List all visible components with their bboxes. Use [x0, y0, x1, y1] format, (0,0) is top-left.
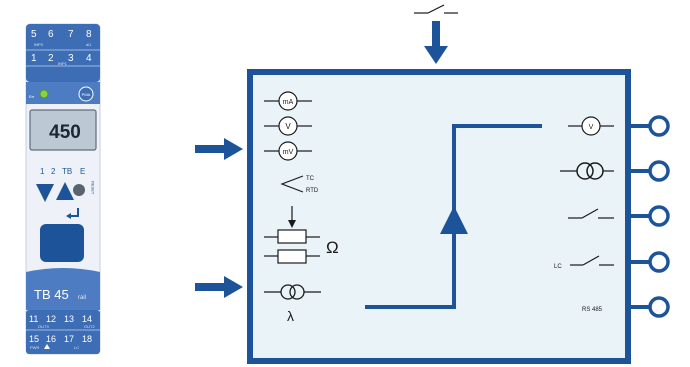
terminal-15: 15 [29, 334, 39, 344]
output-terminal-4 [648, 251, 670, 273]
pma-badge-label: PMA [82, 92, 91, 97]
lambda-label: λ [287, 308, 294, 324]
rtd-label: RTD [306, 188, 319, 194]
terminal-16: 16 [46, 334, 56, 344]
output-terminal-2 [648, 160, 670, 182]
input-arrow-upper-head [224, 138, 243, 160]
terminal-6: 6 [48, 29, 54, 40]
terminal-3: 3 [68, 53, 74, 64]
resistor-upper-icon [277, 229, 307, 244]
top-input [414, 4, 458, 64]
thermocouple-icon [280, 175, 304, 193]
display-value: 450 [49, 122, 81, 143]
mv-label: mV [283, 149, 294, 156]
terminal-1: 1 [31, 53, 37, 64]
terminal-12: 12 [46, 314, 56, 324]
tc-label: TC [306, 176, 315, 182]
input-potentiometer: Ω [264, 206, 339, 264]
warning-icon [44, 344, 50, 349]
bottom-terminal-block [26, 310, 100, 354]
relay-switch-icon [581, 208, 599, 219]
wiper-arrow-icon [288, 220, 296, 228]
terminal-sub-out2: OUT2 [84, 324, 95, 329]
tb45-device: 5 6 7 8 INP3 di1 1 2 3 4 INP1 Err PMA 45… [25, 23, 101, 355]
output-v: V [568, 116, 614, 136]
up-button[interactable] [56, 182, 74, 200]
reset-label: RESET [91, 181, 96, 195]
terminal-14: 14 [82, 314, 92, 324]
output-terminal-3 [648, 205, 670, 227]
input-arrow-upper [195, 138, 243, 160]
output-terminal-1 [648, 115, 670, 137]
terminal-sub-inp3: INP3 [34, 42, 44, 47]
terminal-8: 8 [86, 29, 92, 40]
terminal-5: 5 [31, 29, 37, 40]
terminal-sub-lc: LC [74, 345, 79, 350]
terminal-4: 4 [86, 53, 92, 64]
terminal-2: 2 [48, 53, 54, 64]
input-arrow-lower-head [224, 276, 243, 298]
terminal-18: 18 [82, 334, 92, 344]
input-tc-rtd: TC RTD [280, 175, 319, 194]
enter-icon [68, 208, 79, 217]
down-button[interactable] [36, 184, 54, 202]
pma-badge [78, 86, 94, 102]
omega-label: Ω [326, 238, 339, 257]
input-v: V [264, 116, 312, 136]
lc-switch-icon [582, 255, 600, 266]
terminal-sub-pwr: PWR [30, 345, 39, 350]
key-label-e: E [80, 167, 85, 176]
main-key[interactable] [40, 224, 84, 262]
resistor-lower-icon [277, 249, 307, 264]
terminal-13: 13 [64, 314, 74, 324]
key-label-tb: TB [62, 167, 72, 176]
status-led [39, 89, 49, 99]
terminal-11: 11 [29, 314, 38, 324]
output-terminals [628, 115, 670, 318]
terminal-sub-out3: OUT3 [38, 324, 49, 329]
led-label: Err [29, 94, 35, 99]
lcd-display [29, 109, 97, 151]
terminal-sub-inp1: INP1 [58, 61, 68, 66]
input-lambda: λ [264, 284, 321, 324]
controller-frame [247, 69, 631, 364]
enter-knob[interactable] [73, 184, 85, 196]
top-arrow-shaft [432, 21, 440, 47]
signal-arrow-icon [440, 206, 468, 234]
input-mv: mV [264, 141, 312, 161]
top-terminal-block [26, 24, 100, 82]
key-label-2: 2 [51, 167, 56, 176]
lc-label: LC [554, 264, 562, 270]
terminal-17: 17 [64, 334, 74, 344]
lambda-coil-left-icon [280, 284, 296, 300]
enter-arrow-icon [66, 213, 71, 219]
output-current [560, 162, 614, 180]
terminal-7: 7 [68, 29, 74, 40]
ma-label: mA [283, 99, 294, 106]
top-arrow-head [424, 46, 448, 64]
model-name: TB 45 [34, 287, 69, 302]
model-band [26, 268, 100, 310]
top-switch-blade [427, 4, 445, 14]
output-terminal-5 [648, 296, 670, 318]
input-ma: mA [264, 91, 312, 111]
input-arrow-lower [195, 276, 243, 298]
terminal-sub-di1: di1 [86, 42, 92, 47]
signal-path [365, 124, 542, 309]
v-label: V [285, 122, 291, 131]
output-relay [568, 208, 614, 219]
rs485-label: RS 485 [582, 307, 603, 313]
out-coil-left-icon [576, 162, 594, 180]
key-label-1: 1 [40, 167, 45, 176]
out-v-label: V [589, 124, 594, 131]
output-lc: LC [554, 255, 614, 270]
model-suffix: rail [78, 295, 86, 301]
